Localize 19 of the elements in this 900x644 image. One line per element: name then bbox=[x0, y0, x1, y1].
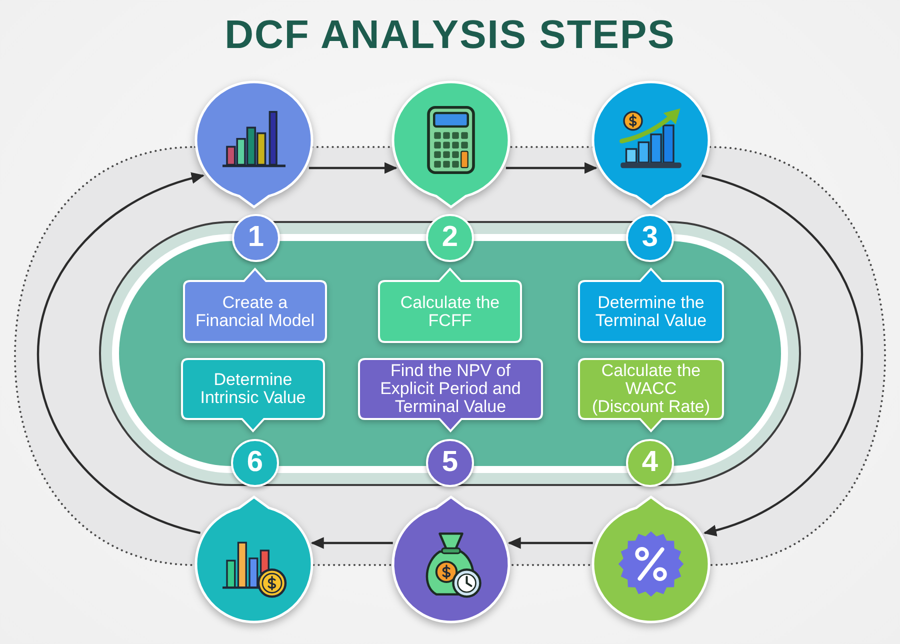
arrow bbox=[308, 162, 398, 174]
step-card bbox=[578, 268, 724, 343]
step-card bbox=[183, 268, 327, 343]
step-card bbox=[358, 358, 543, 432]
step-text: Find the NPV of Explicit Period and Terminal Value bbox=[379, 362, 522, 416]
step-card bbox=[578, 358, 724, 432]
arrow bbox=[506, 162, 598, 174]
step-text: Create a Financial Model bbox=[194, 294, 316, 330]
step-text: Calculate the WACC (Discount Rate) bbox=[590, 362, 712, 416]
step-text: Determine Intrinsic Value bbox=[199, 371, 307, 407]
arrow bbox=[36, 172, 204, 534]
step-text: Determine the Terminal Value bbox=[594, 294, 708, 330]
arrow bbox=[508, 537, 593, 549]
arrow bbox=[702, 174, 864, 536]
step-text: Calculate the FCFF bbox=[399, 294, 501, 330]
title: DCF ANALYSIS STEPS bbox=[224, 12, 676, 59]
step-card bbox=[181, 358, 325, 432]
arrow bbox=[310, 537, 393, 549]
step-card bbox=[378, 268, 522, 343]
